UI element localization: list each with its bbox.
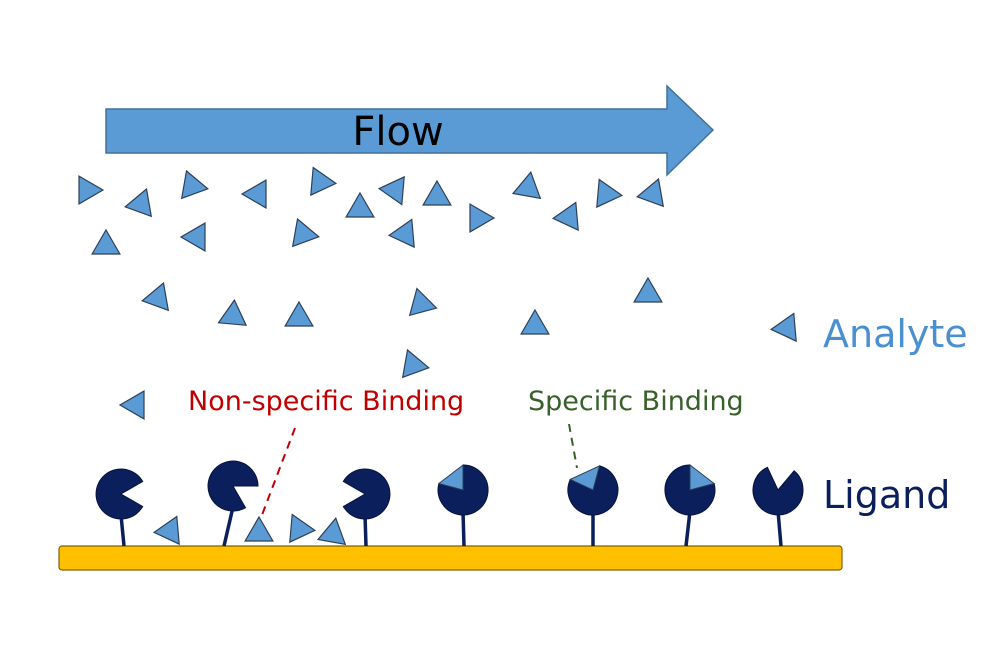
analyte-triangle <box>284 300 314 327</box>
analyte-triangle <box>217 298 248 326</box>
analyte-triangle <box>387 218 415 249</box>
analyte-triangle <box>78 175 105 205</box>
ligand <box>752 466 804 547</box>
ligand-stalk <box>461 510 466 547</box>
non-specific-analyte <box>152 515 180 546</box>
specific-leader-line <box>568 423 578 469</box>
ligand-stalk <box>363 514 368 547</box>
ligand-head <box>207 460 259 512</box>
ligand-stalk <box>684 510 692 547</box>
ligand <box>567 464 619 546</box>
ligand-stalk <box>222 506 235 547</box>
analyte-cloud <box>78 166 797 420</box>
analyte-triangle <box>511 171 542 200</box>
analyte-triangle <box>345 191 375 218</box>
analyte-triangle <box>377 175 405 206</box>
analyte-triangle <box>141 281 170 312</box>
analyte-triangle <box>118 390 145 420</box>
analyte-triangle <box>408 287 438 317</box>
analyte-triangle <box>633 276 663 303</box>
ligand <box>664 463 716 547</box>
ligand-row <box>95 460 804 547</box>
non-specific-analyte <box>289 513 317 544</box>
analyte-triangle <box>469 203 496 233</box>
analyte-triangle <box>124 187 153 218</box>
ligand <box>207 460 259 547</box>
bound-analyte <box>689 463 716 491</box>
ligand-head <box>752 466 804 516</box>
analyte-triangle <box>422 179 452 206</box>
ligand <box>437 463 489 547</box>
non-specific-analyte <box>244 515 274 542</box>
flow-arrow-shape <box>105 84 715 177</box>
ligand <box>342 468 391 547</box>
analyte-label: Analyte <box>823 312 968 356</box>
analyte-triangle <box>310 166 338 197</box>
analyte-triangle <box>596 178 624 209</box>
non-specific-binding-label: Non-specific Binding <box>188 386 464 417</box>
flow-label: Flow <box>352 109 443 155</box>
analyte-triangle <box>769 312 797 343</box>
analyte-triangle <box>291 217 320 248</box>
bound-analyte <box>569 464 601 491</box>
ligand-head <box>342 468 391 520</box>
non-specific-analyte <box>316 517 347 546</box>
analyte-triangle <box>636 177 665 208</box>
specific-binding-label: Specific Binding <box>528 386 744 417</box>
ligand <box>95 468 144 547</box>
analyte-triangle <box>240 179 267 209</box>
analyte-triangle <box>551 201 579 232</box>
ligand-stalk <box>119 514 126 547</box>
analyte-triangle <box>91 228 121 255</box>
analyte-triangle <box>179 222 206 252</box>
ligand-label: Ligand <box>823 473 950 517</box>
non-specific-leader-line <box>261 427 296 516</box>
analyte-triangle <box>180 169 209 200</box>
analyte-triangle <box>520 308 550 335</box>
flow-arrow: Flow <box>105 84 715 177</box>
bound-analyte <box>437 463 464 491</box>
sensor-surface <box>58 545 843 571</box>
ligand-stalk <box>776 510 783 547</box>
non-specific-analytes <box>152 513 347 546</box>
analyte-triangle <box>401 348 430 379</box>
ligand-head <box>95 468 144 520</box>
